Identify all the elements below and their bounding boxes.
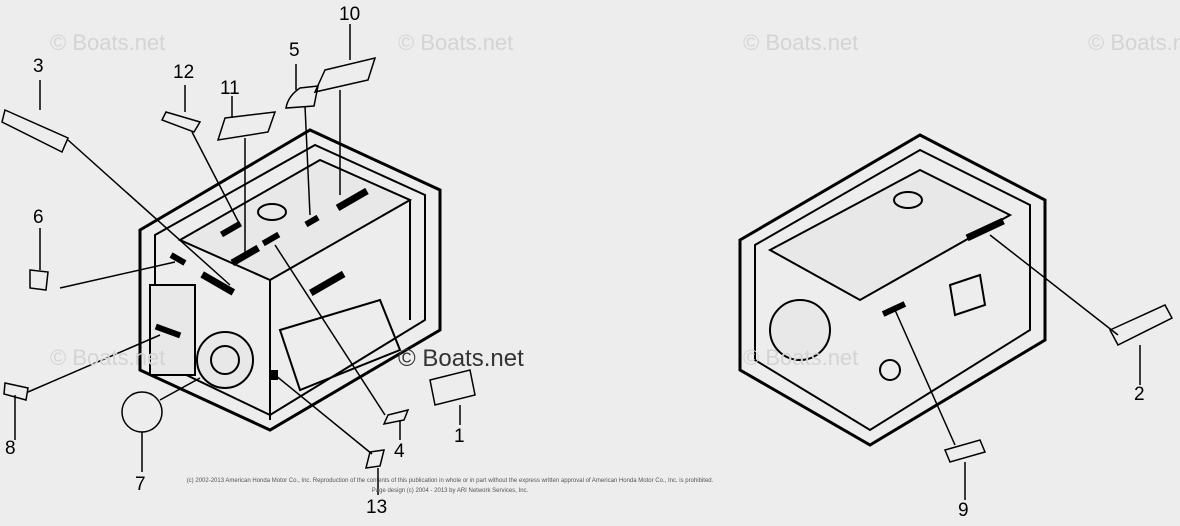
watermark: © Boats.net bbox=[743, 345, 859, 370]
callout-2[interactable]: 2 bbox=[1134, 384, 1145, 405]
callout-10[interactable]: 10 bbox=[339, 4, 361, 25]
callout-9[interactable]: 9 bbox=[958, 500, 969, 521]
watermark: © Boats.net bbox=[1088, 30, 1180, 55]
page-design-line: Page design (c) 2004 - 2013 by ARI Netwo… bbox=[371, 488, 529, 494]
callout-6[interactable]: 6 bbox=[33, 207, 44, 228]
callout-1[interactable]: 1 bbox=[454, 426, 465, 447]
callout-5[interactable]: 5 bbox=[289, 40, 300, 61]
callout-4[interactable]: 4 bbox=[394, 441, 405, 462]
copyright-line: (c) 2002-2013 American Honda Motor Co., … bbox=[186, 478, 714, 484]
watermark: © Boats.net bbox=[398, 30, 514, 55]
callout-3[interactable]: 3 bbox=[33, 56, 44, 77]
watermark: © Boats.net bbox=[743, 30, 859, 55]
callout-7[interactable]: 7 bbox=[135, 474, 146, 495]
callout-13[interactable]: 13 bbox=[366, 497, 388, 518]
decal-shapes bbox=[1, 56, 1174, 469]
callout-12[interactable]: 12 bbox=[173, 62, 195, 83]
generator-right bbox=[738, 133, 1047, 447]
generator-left bbox=[138, 128, 442, 432]
callout-11[interactable]: 11 bbox=[220, 78, 240, 99]
callout-8[interactable]: 8 bbox=[5, 438, 16, 459]
overlay-watermark: © Boats.net bbox=[398, 345, 524, 372]
watermark: © Boats.net bbox=[50, 345, 166, 370]
leader-lines bbox=[14, 24, 1141, 500]
watermark: © Boats.net bbox=[50, 30, 166, 55]
